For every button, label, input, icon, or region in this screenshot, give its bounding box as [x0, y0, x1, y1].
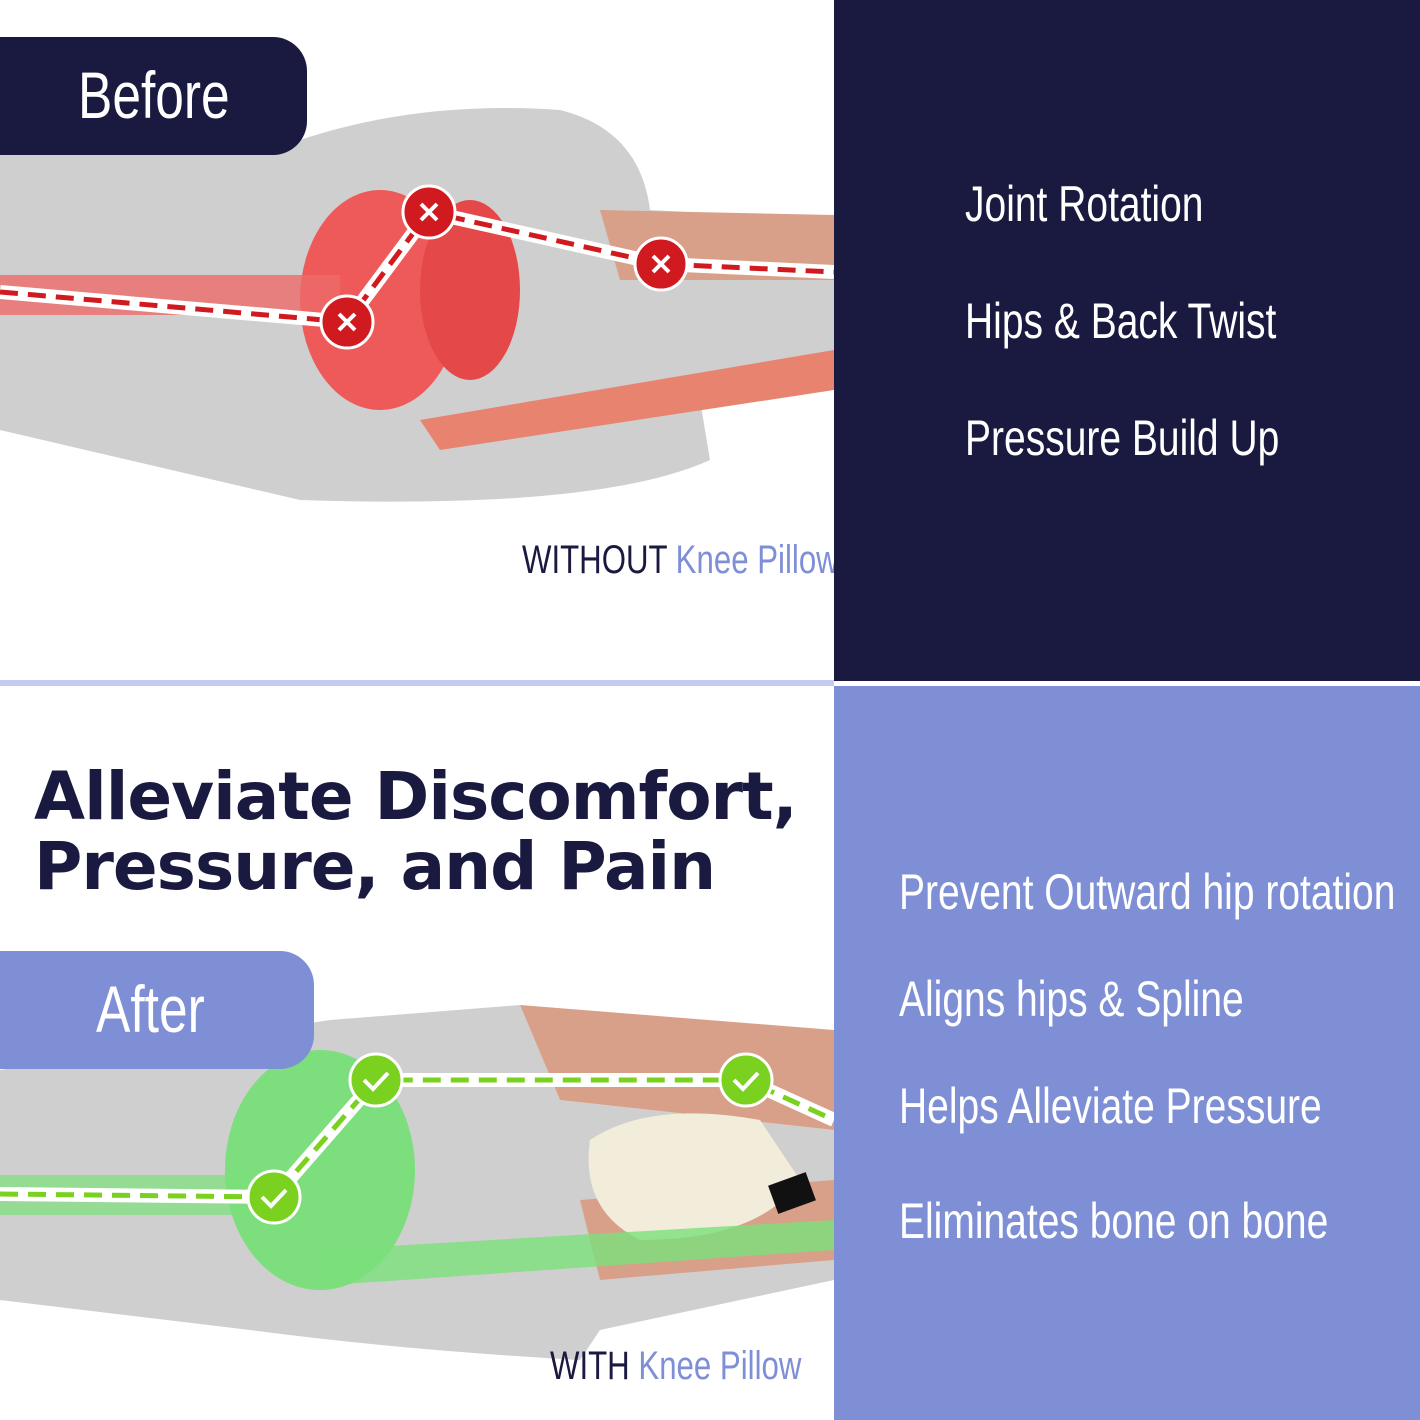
- after-badge: After: [0, 951, 314, 1069]
- benefit-item: Aligns hips & Spline: [899, 971, 1244, 1027]
- before-caption: WITHOUT Knee Pillow: [522, 538, 928, 583]
- problem-item: Joint Rotation: [965, 176, 1204, 232]
- before-illustration: [0, 108, 834, 502]
- headline-line-2: Pressure, and Pain: [34, 828, 716, 905]
- before-badge: Before: [0, 37, 307, 155]
- benefit-item: Eliminates bone on bone: [899, 1193, 1329, 1249]
- benefit-item: Helps Alleviate Pressure: [899, 1078, 1322, 1134]
- caption-prefix: WITHOUT: [522, 538, 668, 582]
- before-badge-label: Before: [78, 58, 230, 132]
- caption-prefix: WITH: [550, 1344, 630, 1388]
- headline-line-1: Alleviate Discomfort,: [34, 758, 798, 835]
- caption-product: Knee Pillow: [638, 1344, 802, 1388]
- headline: Alleviate Discomfort, Pressure, and Pain: [34, 758, 798, 905]
- problem-item: Hips & Back Twist: [965, 293, 1277, 349]
- problem-item: Pressure Build Up: [965, 410, 1280, 466]
- pillow-logo-tag: [768, 1172, 816, 1214]
- after-caption: WITH Knee Pillow: [550, 1344, 872, 1389]
- after-badge-label: After: [96, 972, 205, 1046]
- caption-product: Knee Pillow: [675, 538, 839, 582]
- benefit-item: Prevent Outward hip rotation: [899, 864, 1396, 920]
- problems-panel: Joint Rotation Hips & Back Twist Pressur…: [834, 0, 1420, 681]
- check-marker: [246, 1052, 774, 1225]
- after-illustration: [0, 1005, 834, 1360]
- benefits-panel: Prevent Outward hip rotation Aligns hips…: [834, 686, 1420, 1420]
- section-divider: [0, 680, 834, 686]
